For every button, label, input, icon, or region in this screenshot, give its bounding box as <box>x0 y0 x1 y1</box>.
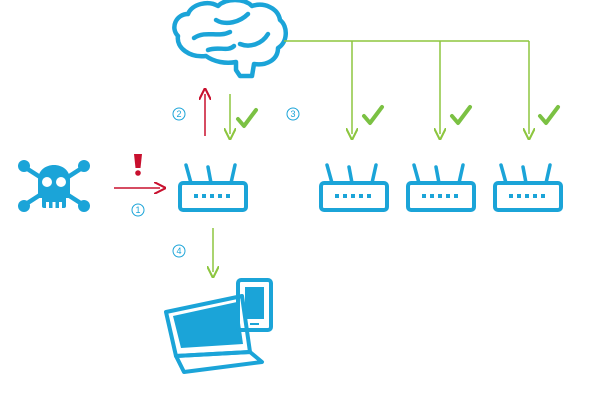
router-peer-2 <box>406 163 476 212</box>
step-number-3: 3 <box>290 109 295 119</box>
router-icon <box>406 163 476 212</box>
step-marker-4: 4 <box>172 244 186 258</box>
laptop-icon <box>164 294 264 374</box>
router-icon <box>493 163 563 212</box>
step-number-4: 4 <box>176 246 181 256</box>
router-peer-3 <box>493 163 563 212</box>
step-number-1: 1 <box>135 205 140 215</box>
step-marker-1: 1 <box>131 203 145 217</box>
router-icon <box>319 163 389 212</box>
exclamation-icon <box>134 154 142 176</box>
checkmark-icon <box>450 105 472 125</box>
step-marker-2: 2 <box>172 107 186 121</box>
skull-crossbones-icon <box>18 160 90 212</box>
router-icon <box>178 163 248 212</box>
smartphone-icon <box>236 278 273 332</box>
cloud-brain-icon <box>172 0 288 79</box>
router-peer-1 <box>319 163 389 212</box>
checkmark-icon <box>236 108 258 128</box>
step-number-2: 2 <box>176 109 181 119</box>
router-main <box>178 163 248 212</box>
arrow-distribute <box>284 40 529 134</box>
checkmark-icon <box>538 105 560 125</box>
checkmark-icon <box>362 105 384 125</box>
step-marker-3: 3 <box>286 107 300 121</box>
